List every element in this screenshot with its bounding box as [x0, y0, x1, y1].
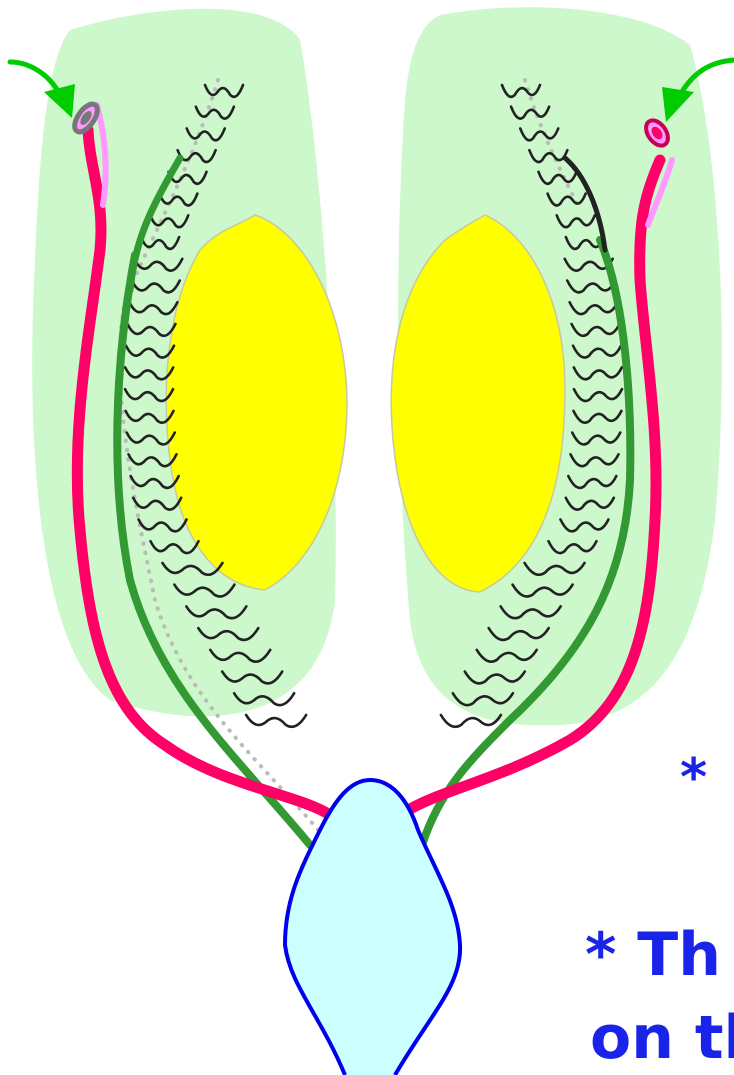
coil-segment [246, 715, 306, 727]
note-1: * [680, 748, 707, 808]
note-3: on th [590, 1003, 734, 1073]
note-2: * Th [585, 920, 721, 990]
